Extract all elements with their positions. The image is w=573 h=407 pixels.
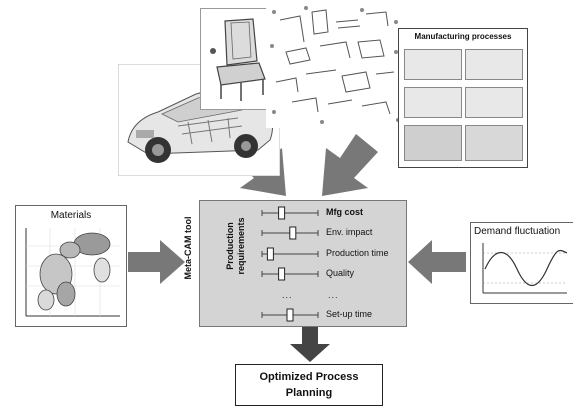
arrow-from-manufacturing bbox=[322, 134, 378, 196]
slider-knob bbox=[278, 206, 286, 220]
slider-knob bbox=[286, 308, 294, 322]
process-photo bbox=[404, 87, 462, 118]
ellipsis-right: ... bbox=[328, 290, 339, 300]
requirement-label: Set-up time bbox=[326, 309, 373, 319]
arrow-to-output bbox=[290, 326, 330, 362]
meta-cam-tool-box bbox=[199, 200, 407, 327]
demand-fluctuation-panel: Demand fluctuation bbox=[470, 222, 573, 304]
output-title-line2: Planning bbox=[285, 387, 333, 399]
slider-knob bbox=[278, 267, 286, 281]
slider-knob bbox=[289, 226, 297, 240]
demand-panel-title: Demand fluctuation bbox=[474, 226, 561, 237]
requirement-label: Env. impact bbox=[326, 227, 373, 237]
manufacturing-panel-title: Manufacturing processes bbox=[414, 32, 512, 41]
materials-selection-chart bbox=[25, 228, 120, 317]
manufacturing-processes-panel: Manufacturing processes bbox=[398, 28, 528, 168]
arrow-from-demand bbox=[408, 240, 466, 284]
ellipsis-left: ... bbox=[282, 290, 293, 300]
materials-panel: Materials bbox=[15, 205, 127, 327]
parts-explosion-diagram bbox=[266, 2, 404, 128]
process-photo bbox=[404, 125, 462, 161]
process-photo bbox=[465, 87, 523, 118]
requirement-label: Production time bbox=[326, 248, 389, 258]
arrow-from-materials bbox=[128, 240, 185, 284]
process-photo bbox=[404, 49, 462, 80]
demand-fluctuation-chart bbox=[482, 243, 568, 294]
materials-panel-title: Materials bbox=[50, 210, 92, 221]
output-title-line1: Optimized Process bbox=[259, 371, 359, 383]
process-photo bbox=[465, 125, 523, 161]
optimized-process-planning-box: Optimized Process Planning bbox=[235, 364, 383, 406]
requirement-label: Quality bbox=[326, 268, 355, 278]
requirement-label: Mfg cost bbox=[326, 207, 363, 217]
slider-knob bbox=[266, 247, 274, 261]
process-photo bbox=[465, 49, 523, 80]
